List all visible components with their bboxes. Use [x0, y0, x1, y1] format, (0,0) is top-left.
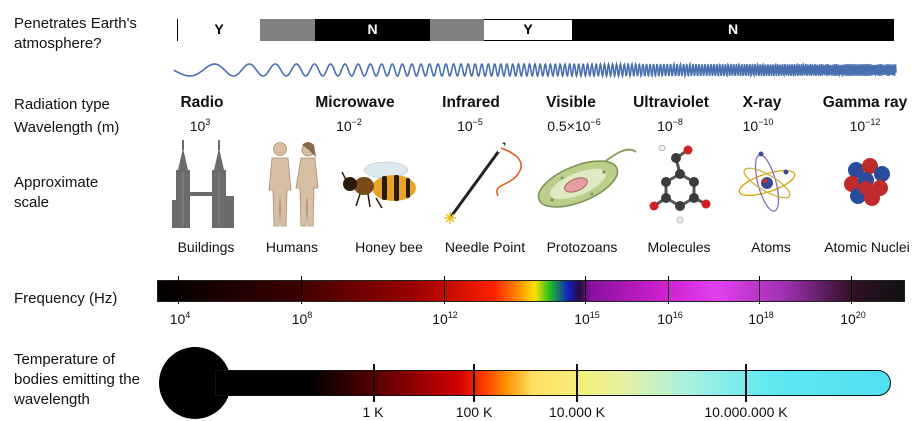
scale-label: Molecules — [647, 239, 710, 255]
frequency-spectrum-bar — [157, 280, 905, 302]
thermometer-tube — [215, 370, 891, 396]
frequency-row-label: Frequency (Hz) — [14, 289, 117, 309]
atmosphere-segment: N — [572, 19, 894, 41]
radiation-type-xray: X-ray — [743, 94, 782, 112]
frequency-tick — [178, 276, 179, 304]
temperature-tick — [576, 364, 578, 402]
frequency-tick — [301, 276, 302, 304]
frequency-tick-label: 1020 — [840, 311, 866, 327]
frequency-tick-label: 108 — [292, 311, 313, 327]
temperature-tick-label: 10.000 K — [549, 404, 605, 420]
wavelength-value: 10−8 — [657, 118, 683, 134]
atmosphere-segment: Y — [178, 19, 260, 41]
scale-label: Honey bee — [355, 239, 423, 255]
scale-label: Humans — [266, 239, 318, 255]
protozoan-icon — [532, 142, 640, 222]
humans-icon — [264, 140, 324, 228]
frequency-tick-label: 1015 — [574, 311, 600, 327]
temperature-tick-label: 1 K — [362, 404, 383, 420]
radiation-type-microwave: Microwave — [315, 94, 394, 112]
needle-icon — [432, 138, 532, 228]
honey-bee-icon — [340, 160, 420, 210]
frequency-tick — [759, 276, 760, 304]
scale-label: Atomic Nuclei — [824, 239, 910, 255]
scale-label: Needle Point — [445, 239, 525, 255]
wavelength-value: 103 — [190, 118, 211, 134]
temperature-tick — [373, 364, 375, 402]
frequency-tick-label: 1012 — [432, 311, 458, 327]
temperature-tick — [745, 364, 747, 402]
atmosphere-segment — [430, 19, 484, 41]
radiation-type-radio: Radio — [180, 94, 223, 112]
radiation-type-ultraviolet: Ultraviolet — [633, 94, 709, 112]
frequency-tick — [851, 276, 852, 304]
frequency-tick — [585, 276, 586, 304]
wavelength-value: 10−10 — [743, 118, 774, 134]
wavelength-wave — [170, 55, 900, 85]
atmosphere-segment — [260, 19, 315, 41]
wavelength-value: 10−2 — [336, 118, 362, 134]
buildings-icon — [172, 140, 234, 228]
scale-label: Atoms — [751, 239, 791, 255]
radiation-type-row-label: Radiation type — [14, 95, 110, 115]
atom-icon — [736, 146, 798, 220]
frequency-tick-label: 1018 — [748, 311, 774, 327]
temperature-tick-label: 100 K — [456, 404, 493, 420]
frequency-tick-label: 1016 — [657, 311, 683, 327]
scale-label: Protozoans — [547, 239, 618, 255]
frequency-tick — [444, 276, 445, 304]
atmosphere-segment: N — [315, 19, 430, 41]
wavelength-value: 0.5×10−6 — [547, 118, 600, 134]
radiation-type-infrared: Infrared — [442, 94, 500, 112]
radiation-type-visible: Visible — [546, 94, 596, 112]
temperature-tick-label: 10.000.000 K — [704, 404, 787, 420]
wavelength-row-label: Wavelength (m) — [14, 118, 119, 138]
temperature-tick — [473, 364, 475, 402]
wavelength-value: 10−12 — [850, 118, 881, 134]
scale-label: Buildings — [178, 239, 235, 255]
temperature-row-label: Temperature of bodies emitting the wavel… — [14, 350, 149, 410]
frequency-tick-label: 104 — [170, 311, 191, 327]
nucleus-icon — [840, 154, 896, 210]
molecule-icon — [644, 142, 714, 226]
radiation-type-gamma: Gamma ray — [823, 94, 907, 112]
frequency-tick — [668, 276, 669, 304]
atmosphere-row-label: Penetrates Earth's atmosphere? — [14, 14, 164, 54]
atmosphere-segment: Y — [484, 19, 572, 41]
wavelength-value: 10−5 — [457, 118, 483, 134]
scale-row-label: Approximate scale — [14, 173, 124, 213]
